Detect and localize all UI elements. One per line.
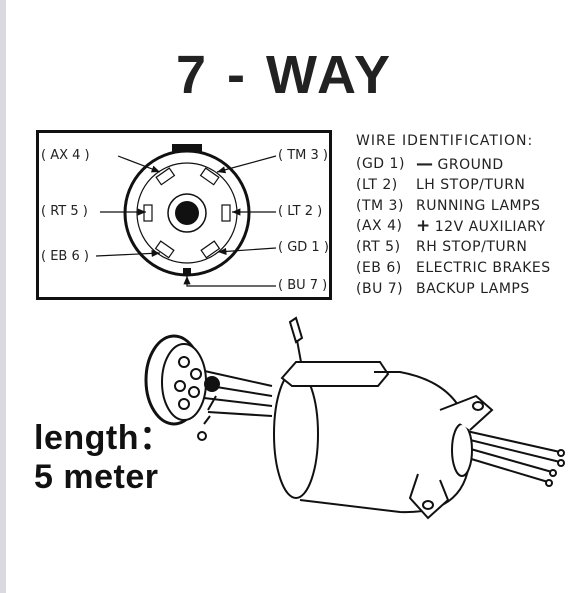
legend-desc: GROUND xyxy=(437,157,504,173)
length-value: 5 meter xyxy=(34,458,159,496)
legend-row: (LT 2) LH STOP/TURN xyxy=(356,175,566,196)
legend-code: (AX 4) xyxy=(356,218,403,235)
minus-icon: — xyxy=(416,154,434,174)
legend-desc: RH STOP/TURN xyxy=(416,239,528,256)
legend-code: (EB 6) xyxy=(356,259,402,276)
pin-label-rt5: ( RT 5 ) xyxy=(41,204,88,219)
pin-label-tm3: ( TM 3 ) xyxy=(278,148,328,163)
legend-code: (LT 2) xyxy=(356,176,398,193)
page-title: 7 - WAY xyxy=(175,45,394,105)
pin-label-ax4: ( AX 4 ) xyxy=(41,148,90,163)
legend-desc: RUNNING LAMPS xyxy=(416,197,541,214)
pin-label-eb6: ( EB 6 ) xyxy=(41,249,89,264)
pin-label-lt2: ( LT 2 ) xyxy=(278,204,323,219)
legend-code: (BU 7) xyxy=(356,280,404,297)
legend-code: (GD 1) xyxy=(356,156,405,172)
wire-identification-legend: WIRE IDENTIFICATION: (GD 1) —GROUND (LT … xyxy=(356,132,566,300)
legend-heading: WIRE IDENTIFICATION: xyxy=(356,133,534,149)
plug-face-icon xyxy=(123,144,251,277)
legend-code: (RT 5) xyxy=(356,239,401,256)
pin-label-bu7: ( BU 7 ) xyxy=(278,278,328,293)
pin-leader-lines xyxy=(95,155,277,287)
legend-desc: LH STOP/TURN xyxy=(416,176,526,193)
pin-label-gd1: ( GD 1 ) xyxy=(278,240,329,255)
legend-row: (BU 7) BACKUP LAMPS xyxy=(356,279,566,300)
plug-assembly-illustration xyxy=(144,316,565,520)
legend-row: (AX 4) +12V AUXILIARY xyxy=(356,216,566,237)
legend-row: (GD 1) —GROUND xyxy=(356,154,566,175)
plus-icon: + xyxy=(416,216,431,237)
length-label: length： xyxy=(34,419,174,457)
left-edge-strip xyxy=(0,0,6,593)
legend-row: (TM 3) RUNNING LAMPS xyxy=(356,196,566,217)
legend-row: (RT 5) RH STOP/TURN xyxy=(356,237,566,258)
legend-desc: 12V AUXILIARY xyxy=(434,219,546,236)
legend-code: (TM 3) xyxy=(356,197,404,214)
legend-desc: ELECTRIC BRAKES xyxy=(416,259,551,276)
legend-desc: BACKUP LAMPS xyxy=(416,280,530,297)
legend-row: (EB 6) ELECTRIC BRAKES xyxy=(356,258,566,279)
